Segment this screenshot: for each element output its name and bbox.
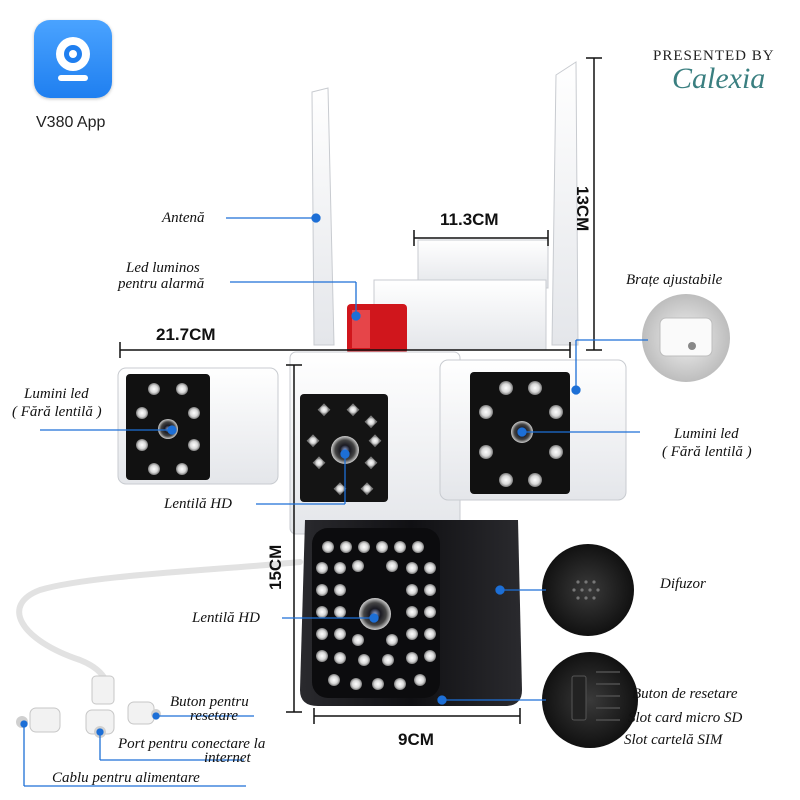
label-sd-slot: Slot card micro SD	[628, 710, 743, 726]
label-port-1: Port pentru conectare la	[118, 736, 266, 752]
label-speaker: Difuzor	[660, 576, 706, 592]
label-reset-left-2: resetare	[190, 708, 239, 724]
label-alarm-led-1: Led luminos	[126, 260, 200, 276]
label-port-2: internet	[204, 750, 251, 766]
label-antenna: Antenă	[162, 210, 205, 226]
adjustable-arm-detail	[642, 294, 730, 382]
label-led-right-2: ( Fără lentilă )	[662, 444, 752, 460]
power-cable	[16, 559, 303, 703]
left-camera-module	[126, 374, 210, 480]
speaker-detail	[542, 544, 634, 636]
brand-presented-by: PRESENTED BY	[653, 48, 775, 64]
cable-connectors	[16, 675, 161, 738]
dim-height-top: 13CM	[573, 186, 592, 232]
label-led-left-1: Lumini led	[24, 386, 89, 402]
dim-width-total: 21.7CM	[156, 325, 216, 344]
dimension-lines	[119, 57, 602, 724]
label-led-left-2: ( Fără lentilă )	[12, 404, 102, 420]
brand-name: Calexia	[672, 62, 766, 95]
label-hd-lens-top: Lentilă HD	[164, 496, 232, 512]
center-camera-module	[300, 394, 388, 502]
leader-lines	[20, 213, 648, 787]
ptz-dome	[300, 520, 522, 706]
camera-app-icon	[56, 37, 90, 81]
v380-app-tile[interactable]	[34, 20, 112, 98]
antenna-left	[311, 87, 335, 346]
label-reset-right: Buton de resetare	[632, 686, 738, 702]
label-power-cable: Cablu pentru alimentare	[52, 770, 200, 786]
label-reset-left-1: Buton pentru	[170, 694, 249, 710]
label-sim-slot: Slot cartelă SIM	[624, 732, 723, 748]
dim-height-bottom: 15CM	[266, 544, 285, 590]
dome-ir-leds	[316, 541, 436, 690]
dim-width-top: 11.3CM	[440, 210, 499, 229]
slot-detail	[542, 652, 638, 748]
dim-width-bottom: 9CM	[398, 730, 434, 749]
app-name: V380 App	[36, 114, 106, 131]
antenna-right	[551, 61, 579, 346]
label-adjustable-arms: Brațe ajustabile	[626, 272, 723, 288]
label-hd-lens-bottom: Lentilă HD	[192, 610, 260, 626]
label-led-right-1: Lumini led	[674, 426, 739, 442]
label-alarm-led-2: pentru alarmă	[118, 276, 205, 292]
